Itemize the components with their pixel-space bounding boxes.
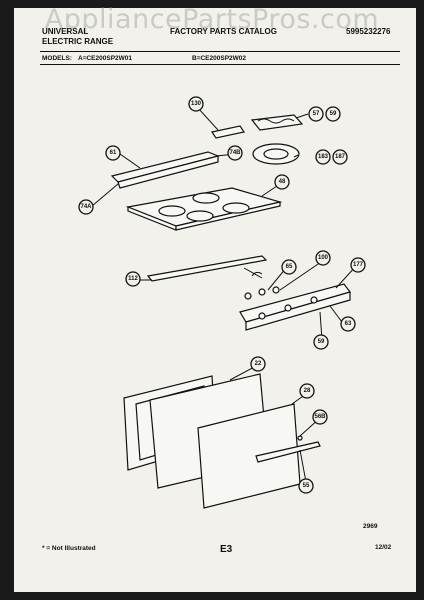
svg-text:48: 48 <box>279 179 286 185</box>
svg-text:177: 177 <box>353 262 364 268</box>
svg-text:59: 59 <box>318 339 325 345</box>
svg-text:56B: 56B <box>314 414 326 420</box>
svg-text:74A: 74A <box>80 204 92 210</box>
svg-text:57: 57 <box>313 111 320 117</box>
svg-text:74B: 74B <box>229 150 241 156</box>
callout-74b: 74B <box>227 145 243 161</box>
callout-63: 63 <box>340 316 356 332</box>
callout-59-bottom: 59 <box>313 334 329 350</box>
part-112-rail <box>146 255 268 282</box>
callout-22: 22 <box>250 356 266 372</box>
svg-text:22: 22 <box>255 361 262 367</box>
svg-text:65: 65 <box>286 264 293 270</box>
callout-74a: 74A <box>78 199 94 215</box>
header-rule-bottom <box>40 64 400 65</box>
revision-date: 12/02 <box>375 544 392 551</box>
callout-28: 28 <box>299 383 315 399</box>
callout-48: 48 <box>274 174 290 190</box>
brand-label: UNIVERSAL <box>42 27 89 36</box>
callout-59-top: 59 <box>325 106 341 122</box>
svg-text:183: 183 <box>318 154 329 160</box>
diagram-number: 2969 <box>363 523 378 530</box>
svg-text:63: 63 <box>345 321 352 327</box>
models-label: MODELS: <box>42 55 72 62</box>
part-130-clip <box>211 125 245 139</box>
svg-text:130: 130 <box>191 101 202 107</box>
document-number: 5995232276 <box>346 27 391 36</box>
svg-text:187: 187 <box>335 154 346 160</box>
svg-text:100: 100 <box>318 255 329 261</box>
footer-note: * = Not Illustrated <box>42 545 96 552</box>
svg-text:61: 61 <box>110 150 117 156</box>
callout-183: 183 <box>315 149 331 165</box>
svg-text:59: 59 <box>330 111 337 117</box>
svg-text:112: 112 <box>128 276 138 282</box>
callout-55: 55 <box>298 478 314 494</box>
callout-112: 112 <box>125 271 141 287</box>
catalog-title: FACTORY PARTS CATALOG <box>170 27 277 36</box>
part-61-trim <box>110 151 220 183</box>
callout-65: 65 <box>281 259 297 275</box>
product-label: ELECTRIC RANGE <box>42 37 114 46</box>
callout-57: 57 <box>308 106 324 122</box>
page-number: E3 <box>220 544 233 555</box>
callout-130: 130 <box>188 96 204 112</box>
model-b: B=CE200SP2W02 <box>192 55 247 62</box>
part-drawings <box>110 114 352 509</box>
callout-177: 177 <box>350 257 366 273</box>
part-55-gasket <box>255 441 321 463</box>
callout-100: 100 <box>315 250 331 266</box>
model-a: A=CE200SP2W01 <box>78 55 133 62</box>
callout-187: 187 <box>332 149 348 165</box>
svg-text:28: 28 <box>304 388 311 394</box>
callout-61: 61 <box>105 145 121 161</box>
callout-56b: 56B <box>312 409 328 425</box>
header-rule-top <box>40 51 400 52</box>
svg-text:55: 55 <box>303 483 310 489</box>
